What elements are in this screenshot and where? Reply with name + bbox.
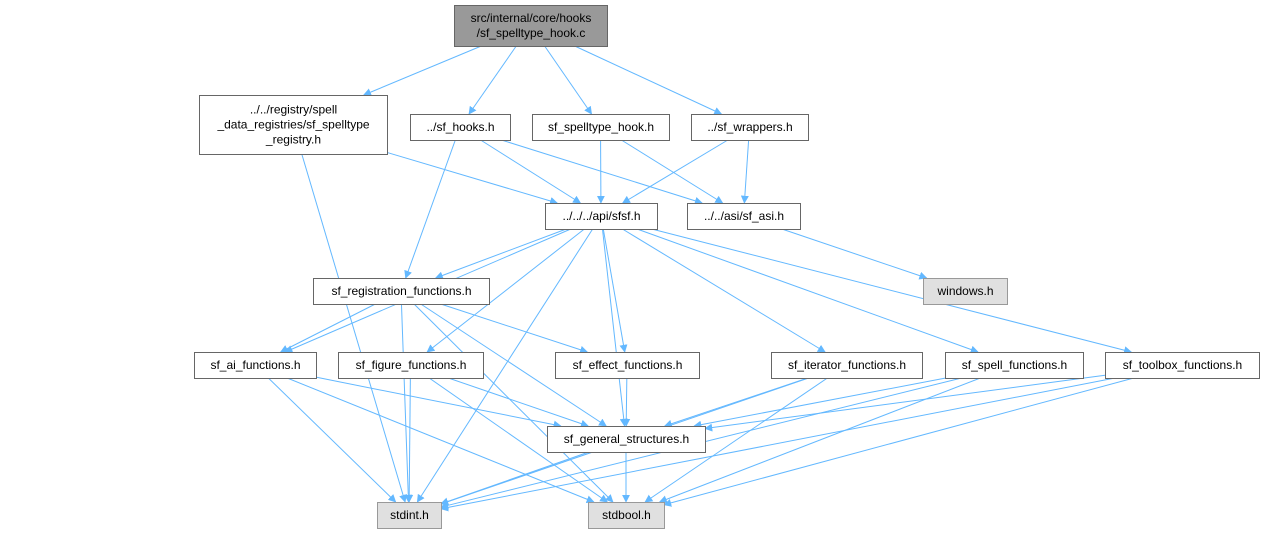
- node-asi[interactable]: ../../asi/sf_asi.h: [687, 203, 801, 230]
- node-general[interactable]: sf_general_structures.h: [547, 426, 706, 453]
- edge-hooks-to-asi: [501, 139, 703, 205]
- edge-registry-to-sfsf: [386, 151, 559, 205]
- node-toolbox-funcs[interactable]: sf_toolbox_functions.h: [1105, 352, 1260, 379]
- edge-spell_funcs-to-general: [693, 377, 946, 429]
- node-figure-funcs[interactable]: sf_figure_functions.h: [338, 352, 484, 379]
- node-box: [313, 278, 490, 305]
- edge-toolbox_funcs-to-stdbool: [663, 377, 1134, 507]
- node-label: sf_general_structures.h: [564, 432, 689, 446]
- edge-reg_funcs-to-stdbool: [413, 303, 614, 503]
- node-box: [377, 502, 442, 529]
- edge-reg_funcs-to-general: [420, 303, 607, 427]
- edge-sfsf-to-iterator_funcs: [622, 228, 826, 353]
- node-label: sf_registration_functions.h: [331, 284, 471, 298]
- node-label: _data_registries/sf_spelltype: [216, 118, 369, 132]
- edge-ai_funcs-to-general: [315, 376, 562, 429]
- node-label: sf_toolbox_functions.h: [1123, 358, 1242, 372]
- node-label: src/internal/core/hooks: [471, 11, 592, 25]
- node-label: ../../../api/sfsf.h: [562, 209, 640, 223]
- node-label: ../sf_hooks.h: [426, 120, 494, 134]
- node-label: stdint.h: [390, 508, 429, 522]
- node-box: [338, 352, 484, 379]
- node-box: [588, 502, 665, 529]
- edge-wrappers-to-sfsf: [622, 139, 729, 204]
- node-box: [691, 114, 809, 141]
- edge-ai_funcs-to-stdint: [267, 377, 397, 503]
- node-stdbool: stdbool.h: [588, 502, 665, 529]
- node-sfsf[interactable]: ../../../api/sfsf.h: [545, 203, 658, 230]
- edge-sfsf-to-reg_funcs: [434, 228, 567, 280]
- edge-iterator_funcs-to-stdbool: [644, 377, 828, 503]
- edge-reg_funcs-to-ai_funcs: [279, 303, 376, 353]
- node-box: [555, 352, 700, 379]
- edge-reg_funcs-to-effect_funcs: [440, 303, 589, 354]
- edge-hooks-to-sfsf: [480, 139, 582, 204]
- edge-spelltype_hook-to-asi: [621, 139, 724, 204]
- node-box: [923, 278, 1008, 305]
- node-label: ../../registry/spell: [250, 103, 337, 117]
- node-box: [547, 426, 706, 453]
- node-spelltype-hook[interactable]: sf_spelltype_hook.h: [532, 114, 670, 141]
- node-label: sf_ai_functions.h: [210, 358, 300, 372]
- node-box: [771, 352, 923, 379]
- edge-root-to-spelltype_hook: [544, 45, 592, 115]
- node-box: [410, 114, 511, 141]
- node-spell-funcs[interactable]: sf_spell_functions.h: [945, 352, 1084, 379]
- edge-figure_funcs-to-general: [448, 377, 589, 428]
- edge-asi-to-windows: [781, 228, 928, 280]
- edge-reg_funcs-to-stdint: [400, 303, 413, 503]
- node-label: sf_spell_functions.h: [962, 358, 1067, 372]
- edge-wrappers-to-asi: [740, 139, 750, 204]
- node-reg-funcs[interactable]: sf_registration_functions.h: [313, 278, 490, 305]
- edge-sfsf-to-stdint: [416, 228, 594, 503]
- node-effect-funcs[interactable]: sf_effect_functions.h: [555, 352, 700, 379]
- edge-registry-to-stdint: [301, 153, 407, 503]
- node-box: [199, 95, 388, 155]
- node-label: _registry.h: [265, 133, 321, 147]
- node-label: ../sf_wrappers.h: [707, 120, 792, 134]
- node-label: sf_spelltype_hook.h: [548, 120, 654, 134]
- edge-general-to-stdint: [440, 451, 590, 506]
- edge-sfsf-to-effect_funcs: [602, 228, 628, 353]
- node-label: ../../asi/sf_asi.h: [704, 209, 784, 223]
- node-label: /sf_spelltype_hook.c: [477, 26, 586, 40]
- node-box: [194, 352, 317, 379]
- edge-effect_funcs-to-general: [622, 377, 631, 427]
- node-ai-funcs[interactable]: sf_ai_functions.h: [194, 352, 317, 379]
- edges-layer: [267, 45, 1134, 512]
- edge-sfsf-to-spell_funcs: [636, 228, 979, 354]
- node-windows: windows.h: [923, 278, 1008, 305]
- edge-root-to-hooks: [468, 45, 517, 115]
- node-box: [945, 352, 1084, 379]
- edge-spell_funcs-to-stdbool: [658, 377, 981, 504]
- node-hooks[interactable]: ../sf_hooks.h: [410, 114, 511, 141]
- nodes-layer: src/internal/core/hooks/sf_spelltype_hoo…: [194, 5, 1260, 529]
- node-box: [1105, 352, 1260, 379]
- node-box: [687, 203, 801, 230]
- edge-figure_funcs-to-stdbool: [428, 377, 608, 503]
- node-registry[interactable]: ../../registry/spell_data_registries/sf_…: [199, 95, 388, 155]
- node-label: sf_iterator_functions.h: [788, 358, 906, 372]
- node-box: [532, 114, 670, 141]
- edge-root-to-registry: [363, 45, 482, 96]
- node-root[interactable]: src/internal/core/hooks/sf_spelltype_hoo…: [454, 5, 608, 47]
- edge-sfsf-to-figure_funcs: [426, 228, 585, 353]
- node-stdint: stdint.h: [377, 502, 442, 529]
- node-label: stdbool.h: [602, 508, 651, 522]
- node-box: [454, 5, 608, 47]
- node-label: sf_effect_functions.h: [573, 358, 683, 372]
- node-box: [545, 203, 658, 230]
- node-iterator-funcs[interactable]: sf_iterator_functions.h: [771, 352, 923, 379]
- edge-toolbox_funcs-to-stdint: [440, 377, 1116, 512]
- edge-figure_funcs-to-stdint: [405, 377, 414, 503]
- edge-sfsf-to-general: [601, 228, 628, 427]
- node-label: sf_figure_functions.h: [356, 358, 467, 372]
- node-wrappers[interactable]: ../sf_wrappers.h: [691, 114, 809, 141]
- edge-toolbox_funcs-to-general: [704, 374, 1106, 432]
- edge-hooks-to-reg_funcs: [404, 139, 456, 279]
- edge-sfsf-to-toolbox_funcs: [651, 228, 1133, 355]
- edge-root-to-wrappers: [574, 45, 723, 115]
- node-label: windows.h: [936, 284, 993, 298]
